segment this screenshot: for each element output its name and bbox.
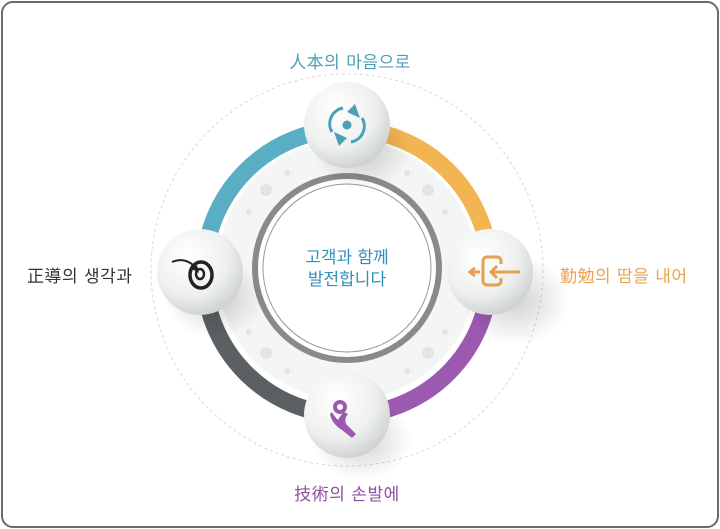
label-right: 勤勉의 땀을 내어 <box>560 267 688 287</box>
hand-gear-icon <box>330 400 356 438</box>
node-right <box>447 229 570 345</box>
center-line-1: 고객과 함께 <box>305 248 389 268</box>
dots <box>246 170 448 374</box>
node-bottom <box>304 372 412 480</box>
sign-in-arrow-icon <box>467 255 520 287</box>
target-arrow-icon <box>171 259 214 290</box>
label-top: 人本의 마음으로 <box>289 53 411 73</box>
node-top <box>304 82 412 190</box>
center-text: 고객과 함께 발전합니다 <box>257 247 437 291</box>
center-line-2: 발전합니다 <box>307 270 387 290</box>
node-left <box>157 229 265 338</box>
refresh-cycle-icon <box>328 104 366 146</box>
label-left: 正導의 생각과 <box>27 267 133 287</box>
label-bottom: 技術의 손발에 <box>294 485 400 505</box>
